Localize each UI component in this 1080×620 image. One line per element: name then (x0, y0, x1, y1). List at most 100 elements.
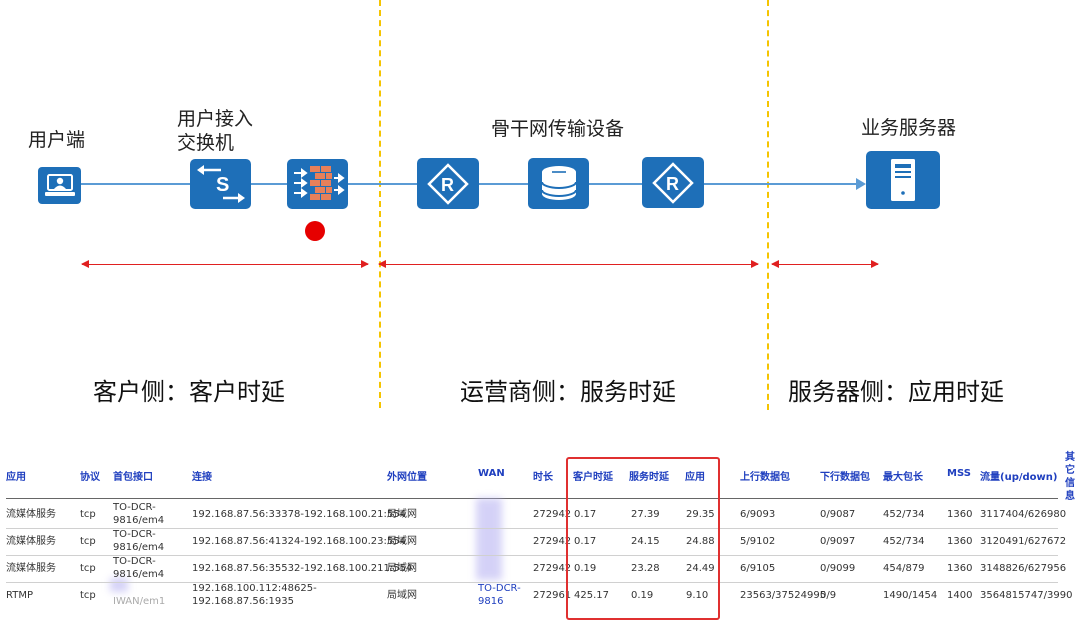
divider-operator-server (767, 0, 769, 410)
delay-columns-highlight (566, 457, 720, 620)
cell-connection: 192.168.87.56:35532-192.168.100.211:554 (192, 563, 413, 574)
client-side-title: 客户侧：客户时延 (93, 378, 285, 406)
cell-protocol: tcp (80, 590, 96, 601)
cell-server-delay: 0.19 (631, 590, 654, 601)
col-protocol[interactable]: 协议 (80, 472, 100, 483)
col-mss[interactable]: MSS (947, 468, 971, 479)
cell-duration: 272961 (533, 590, 572, 601)
cell-interface: IWAN/em1 (113, 596, 166, 607)
access-switch-label-line2: 交换机 (177, 132, 235, 154)
cell-app: RTMP (6, 590, 33, 601)
cell-down-packets: 0/9097 (820, 536, 856, 547)
cell-app: 流媒体服务 (6, 563, 56, 574)
col-traffic[interactable]: 流量(up/down) (980, 472, 1058, 483)
cell-app-delay: 24.49 (686, 563, 715, 574)
operator-side-title: 运营商侧：服务时延 (460, 378, 676, 406)
cell-app: 流媒体服务 (6, 509, 56, 520)
col-app-delay[interactable]: 应用 (685, 472, 705, 483)
table-row[interactable]: 流媒体服务 tcp TO-DCR- 9816/em4 192.168.87.56… (0, 556, 1080, 582)
cell-connection: 192.168.87.56:41324-192.168.100.23:554 (192, 536, 406, 547)
col-app[interactable]: 应用 (6, 472, 26, 483)
svg-text:R: R (441, 175, 454, 195)
table-row[interactable]: 流媒体服务 tcp TO-DCR- 9816/em4 192.168.87.56… (0, 529, 1080, 555)
cell-interface: 9816/em4 (113, 569, 165, 580)
cell-wan-location: 局域网 (387, 563, 417, 574)
cell-duration: 272942 (533, 536, 572, 547)
user-terminal-icon (38, 167, 81, 204)
cell-down-packets: 0/9087 (820, 509, 856, 520)
session-table: 应用 协议 首包接口 连接 外网位置 WAN 时长 客户时延 服务时延 应用 上… (0, 440, 1080, 620)
client-span-arrow (81, 260, 369, 268)
col-down-packets[interactable]: 下行数据包 (820, 472, 870, 483)
svg-text:S: S (216, 174, 229, 196)
table-row[interactable]: RTMP tcp IWAN/em1 192.168.100.112:48625-… (0, 583, 1080, 609)
cell-up-packets: 6/9105 (740, 563, 776, 574)
cell-max-packet: 1490/1454 (883, 590, 938, 601)
row-divider (6, 582, 1058, 583)
business-server-label: 业务服务器 (861, 117, 957, 139)
cell-wan-link[interactable]: 9816 (478, 596, 504, 607)
switch-icon: S (190, 159, 251, 209)
cell-app-delay: 24.88 (686, 536, 715, 547)
probe-point-marker (305, 221, 325, 241)
svg-text:R: R (666, 174, 679, 194)
cell-max-packet: 454/879 (883, 563, 925, 574)
cell-wan-location: 局域网 (387, 590, 417, 601)
cell-client-delay: 0.17 (574, 509, 597, 520)
firewall-icon (287, 159, 348, 209)
core-router-icon (528, 158, 589, 209)
cell-mss: 1360 (947, 536, 973, 547)
cell-server-delay: 24.15 (631, 536, 660, 547)
col-other-info-3[interactable]: 信 (1065, 478, 1075, 489)
col-duration[interactable]: 时长 (533, 472, 553, 483)
cell-mss: 1360 (947, 563, 973, 574)
cell-interface: 9816/em4 (113, 515, 165, 526)
col-max-packet[interactable]: 最大包长 (883, 472, 923, 483)
cell-max-packet: 452/734 (883, 509, 925, 520)
table-row[interactable]: 流媒体服务 tcp TO-DCR- 9816/em4 192.168.87.56… (0, 502, 1080, 528)
cell-duration: 272942 (533, 563, 572, 574)
cell-interface: TO-DCR- (113, 556, 156, 567)
col-other-info-4[interactable]: 息 (1065, 491, 1075, 502)
cell-traffic: 3564815747/3990 (980, 590, 1073, 601)
divider-client-operator (379, 0, 381, 408)
cell-interface: 9816/em4 (113, 542, 165, 553)
cell-wan-location: 局域网 (387, 536, 417, 547)
col-server-delay[interactable]: 服务时延 (629, 472, 669, 483)
cell-mss: 1360 (947, 509, 973, 520)
col-client-delay[interactable]: 客户时延 (573, 472, 613, 483)
cell-traffic: 3148826/627956 (980, 563, 1067, 574)
backbone-label: 骨干网传输设备 (491, 118, 625, 140)
col-wan[interactable]: WAN (478, 468, 505, 479)
col-up-packets[interactable]: 上行数据包 (740, 472, 790, 483)
flow-arrow-head (856, 178, 866, 190)
header-divider (6, 498, 1058, 499)
cell-down-packets: 0/9 (820, 590, 837, 601)
col-first-interface[interactable]: 首包接口 (113, 472, 153, 483)
iface-redaction (110, 578, 128, 592)
cell-wan-link[interactable]: TO-DCR- (478, 583, 521, 594)
cell-down-packets: 0/9099 (820, 563, 856, 574)
row-divider (6, 555, 1058, 556)
server-icon (866, 151, 940, 209)
cell-app-delay: 29.35 (686, 509, 715, 520)
server-span-arrow (771, 260, 879, 268)
cell-max-packet: 452/734 (883, 536, 925, 547)
router-icon: R (417, 158, 479, 209)
cell-traffic: 3120491/627672 (980, 536, 1067, 547)
access-switch-label-line1: 用户接入 (177, 108, 254, 130)
cell-protocol: tcp (80, 536, 96, 547)
row-divider (6, 528, 1058, 529)
cell-protocol: tcp (80, 509, 96, 520)
operator-span-arrow (378, 260, 759, 268)
cell-app-delay: 9.10 (686, 590, 709, 601)
col-other-info-1[interactable]: 其 (1065, 452, 1075, 463)
cell-connection: 192.168.100.112:48625- (192, 583, 317, 594)
cell-connection: 192.168.87.56:1935 (192, 596, 294, 607)
user-terminal-label: 用户端 (28, 129, 86, 151)
cell-protocol: tcp (80, 563, 96, 574)
cell-interface: TO-DCR- (113, 502, 156, 513)
col-wan-location[interactable]: 外网位置 (387, 472, 427, 483)
col-connection[interactable]: 连接 (192, 472, 212, 483)
col-other-info-2[interactable]: 它 (1065, 465, 1075, 476)
